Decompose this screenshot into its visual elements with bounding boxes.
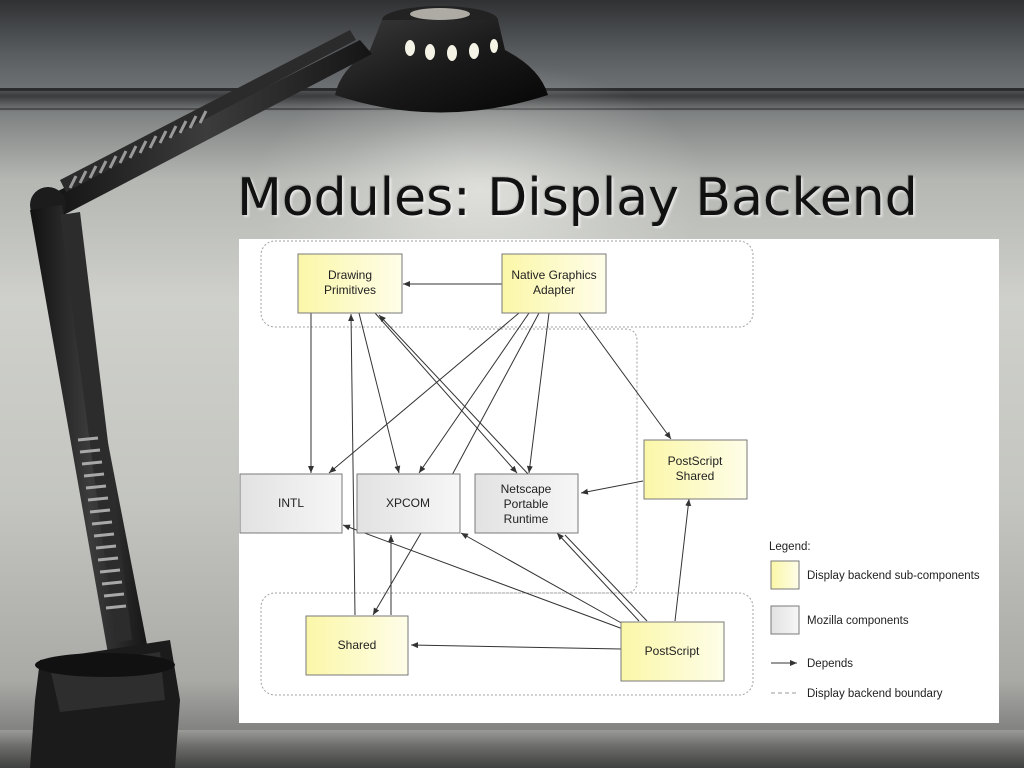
svg-text:XPCOM: XPCOM [386,496,430,510]
legend-title: Legend: [769,541,811,553]
svg-text:Shared: Shared [676,469,715,483]
component-postscript-shared: PostScript Shared [643,439,748,500]
component-drawing-primitives: Drawing Primitives [297,253,403,314]
svg-text:PostScript: PostScript [645,644,700,658]
svg-text:Native Graphics: Native Graphics [511,268,596,282]
svg-text:INTL: INTL [278,496,304,510]
boundary-top [260,240,754,328]
svg-text:Primitives: Primitives [324,283,376,297]
lamp-vents [405,39,498,61]
legend-swatch-sub-components [770,560,800,590]
component-native-graphics-adapter: Native Graphics Adapter [501,253,607,314]
component-intl: INTL [239,473,343,534]
dependency-edges [308,281,692,650]
boundary-bottom [260,592,754,696]
svg-text:PostScript: PostScript [668,454,723,468]
boundary-middle [469,328,638,594]
lamp-lower-spring [77,436,127,610]
slide-title: Modules: Display Backend [237,168,918,228]
lamp-upper-arm [40,40,372,218]
diagram-legend: Legend: Display backend sub-components M… [769,541,980,700]
component-postscript: PostScript [620,621,725,682]
lamp-upper-spring [68,110,208,189]
legend-mozilla-components: Mozilla components [807,615,909,627]
legend-swatch-mozilla [770,605,800,635]
svg-text:Shared: Shared [338,638,377,652]
svg-text:Adapter: Adapter [533,283,575,297]
desk-lamp-illustration [30,6,548,768]
svg-text:Portable: Portable [504,497,549,511]
module-dependency-diagram: Drawing Primitives Native Graphics Adapt… [239,240,980,700]
legend-boundary: Display backend boundary [807,688,943,700]
diagram-panel: Drawing Primitives Native Graphics Adapt… [239,239,999,723]
lamp-shade [335,20,548,113]
svg-text:Netscape: Netscape [501,482,552,496]
svg-text:Runtime: Runtime [504,512,549,526]
component-netscape-portable-runtime: Netscape Portable Runtime [474,473,579,534]
svg-text:Drawing: Drawing [328,268,372,282]
legend-depends: Depends [807,658,853,670]
component-shared: Shared [305,615,409,676]
legend-sub-components: Display backend sub-components [807,570,980,582]
component-xpcom: XPCOM [356,473,461,534]
